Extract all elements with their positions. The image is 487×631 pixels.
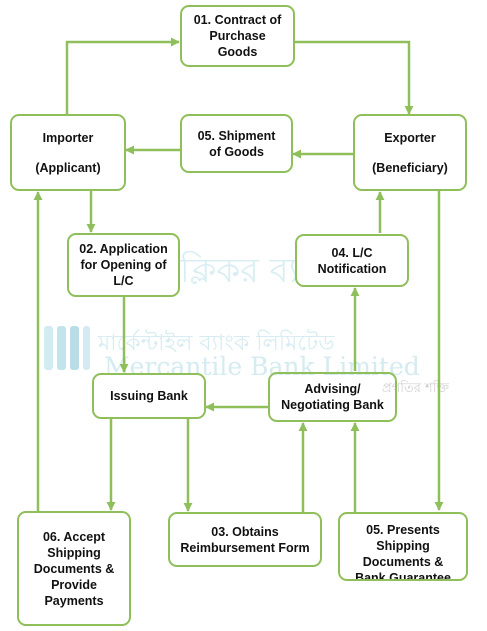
connector-importer-to-contract — [65, 37, 180, 114]
node-shipment-line-2: of Goods — [209, 144, 264, 159]
node-presents-line-3: Documents & — [362, 555, 444, 569]
node-accept-line-5: Payments — [44, 593, 104, 608]
node-notification-line-1: 04. L/C — [331, 245, 373, 260]
node-lc-notification: 04. L/C Notification — [295, 234, 409, 287]
node-importer-applicant: Importer (Applicant) — [10, 114, 126, 191]
node-application-line-1: 02. Application — [79, 242, 168, 256]
node-presents-line-1: 05. Presents — [366, 523, 440, 537]
node-accept-shipping-documents: 06. Accept Shipping Documents & Provide … — [17, 511, 131, 626]
node-accept-line-3: Documents & — [33, 561, 115, 576]
node-presents-shipping-documents: 05. Presents Shipping Documents & Bank G… — [338, 512, 468, 581]
node-application-for-lc: 02. Application for Opening of L/C — [67, 233, 180, 297]
node-shipment-of-goods: 05. Shipment of Goods — [180, 114, 293, 173]
node-accept-line-1: 06. Accept — [42, 529, 106, 544]
node-application-line-3: L/C — [113, 274, 134, 288]
node-obtains-reimbursement-form: 03. Obtains Reimbursement Form — [168, 512, 322, 567]
node-contract-line-3: Goods — [217, 45, 258, 59]
node-reimbursement-line-1: 03. Obtains — [211, 524, 279, 539]
node-contract-line-2: Purchase — [209, 29, 266, 43]
node-advising-line-2: Negotiating Bank — [281, 398, 384, 412]
node-contract-line-1: 01. Contract of — [193, 13, 282, 27]
node-advising-line-1: Advising/ — [304, 382, 361, 396]
node-accept-line-2: Shipping — [47, 545, 101, 560]
node-advising-negotiating-bank: Advising/ Negotiating Bank — [268, 372, 397, 422]
node-presents-line-4: Bank Guarantee — [355, 571, 451, 581]
node-issuing-bank: Issuing Bank — [92, 373, 206, 419]
node-exporter-beneficiary: Exporter (Beneficiary) — [353, 114, 467, 191]
node-importer-title: Importer — [42, 130, 94, 145]
node-presents-line-2: Shipping — [376, 539, 430, 553]
node-accept-line-4: Provide — [51, 577, 97, 592]
node-exporter-title: Exporter — [384, 130, 436, 145]
node-notification-line-2: Notification — [317, 261, 387, 276]
node-importer-role: (Applicant) — [35, 160, 101, 175]
connector-contract-to-exporter — [294, 40, 414, 115]
node-shipment-line-1: 05. Shipment — [197, 128, 276, 143]
node-application-line-2: for Opening of — [80, 258, 167, 272]
node-issuing-bank-label: Issuing Bank — [110, 389, 188, 403]
node-contract-of-purchase-goods: 01. Contract of Purchase Goods — [180, 5, 295, 67]
node-exporter-role: (Beneficiary) — [372, 160, 448, 175]
node-reimbursement-line-2: Reimbursement Form — [180, 540, 310, 555]
